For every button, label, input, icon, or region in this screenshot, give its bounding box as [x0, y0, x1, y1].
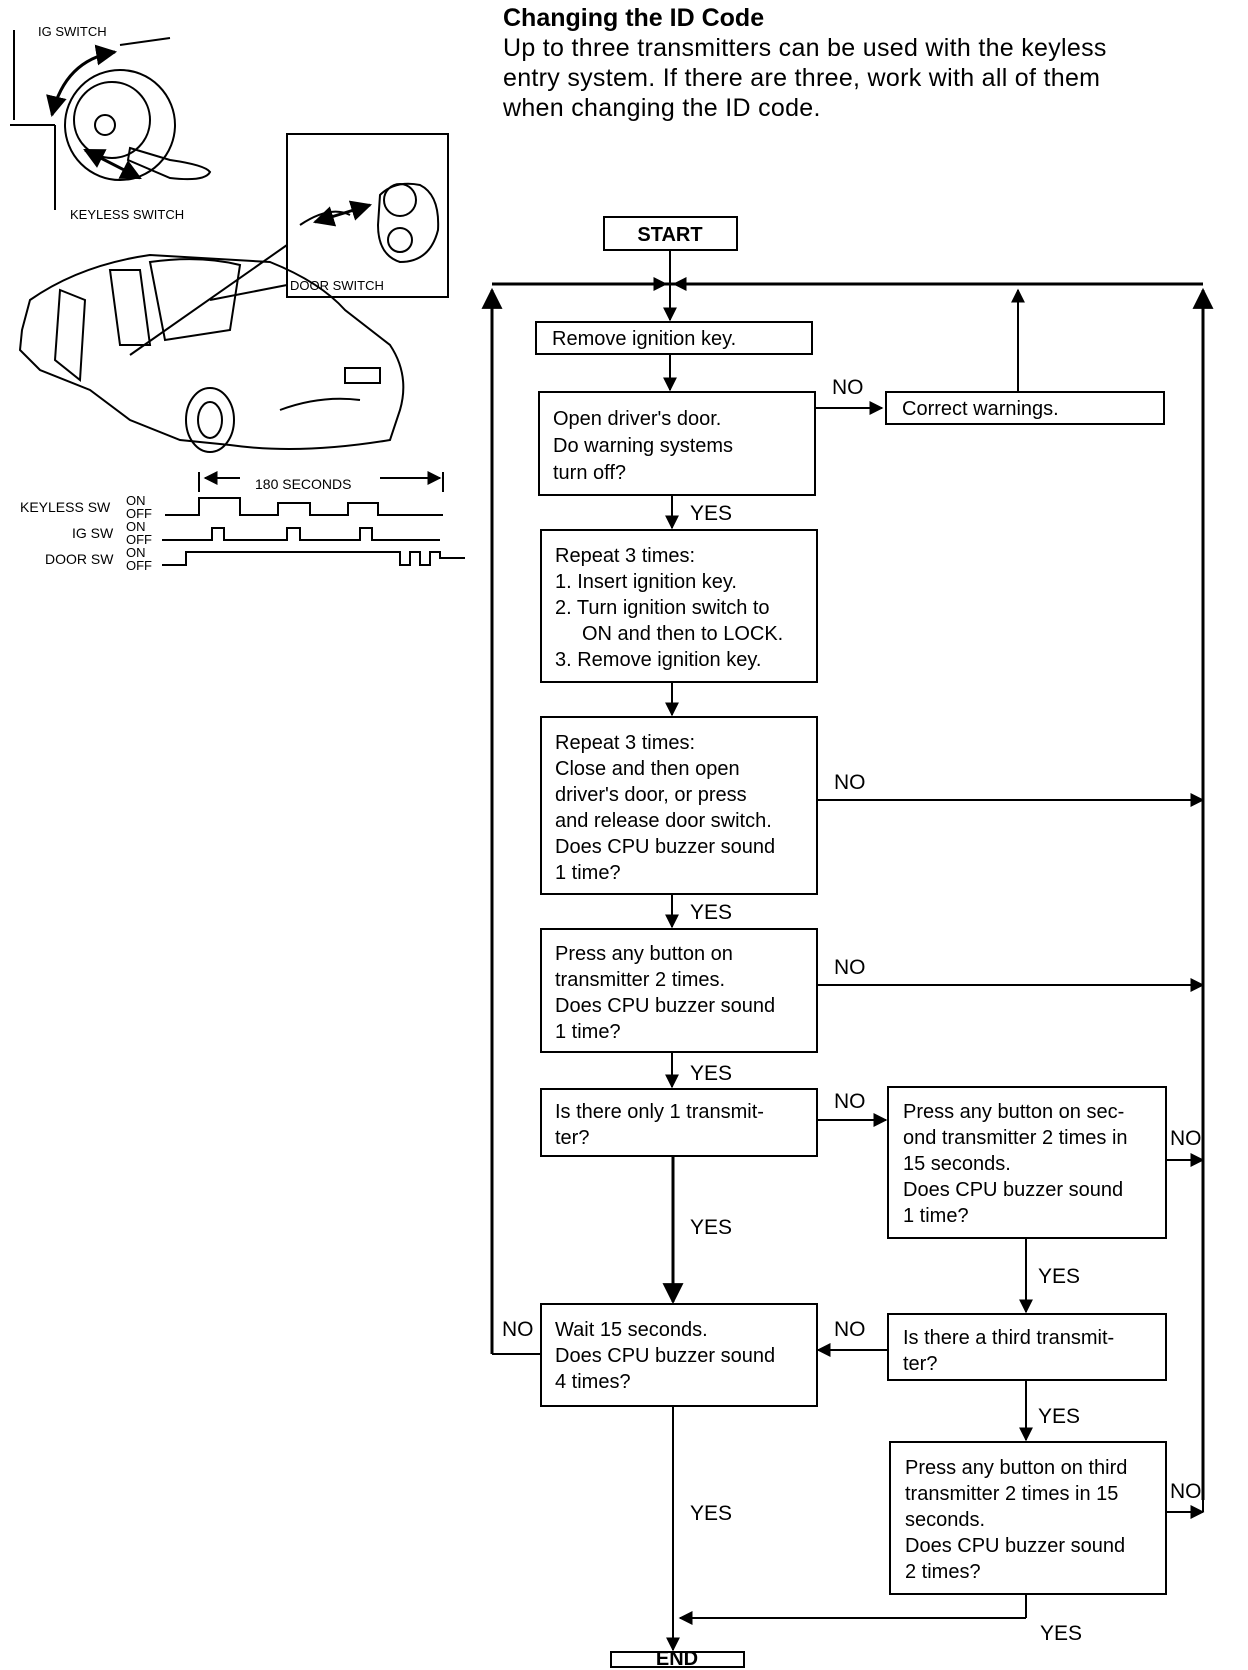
- no-label: NO: [834, 771, 866, 794]
- step-text: Does CPU buzzer sound: [905, 1535, 1125, 1557]
- yes-label: YES: [1040, 1622, 1082, 1645]
- door-switch-inset: [286, 133, 449, 298]
- off-label: OFF: [126, 506, 152, 521]
- section-title: Changing the ID Code: [503, 4, 765, 32]
- yes-label: YES: [690, 1062, 732, 1085]
- step-text: Repeat 3 times:: [555, 545, 695, 567]
- on-label: ON: [126, 493, 146, 508]
- step-text: Open driver's door.: [553, 408, 721, 430]
- step-text: 2 times?: [905, 1561, 981, 1583]
- step-text: driver's door, or press: [555, 784, 747, 806]
- yes-label: YES: [690, 1502, 732, 1525]
- step-text: Press any button on third: [905, 1457, 1127, 1479]
- intro-line: Up to three transmitters can be used wit…: [503, 34, 1107, 62]
- step-text: Does CPU buzzer sound: [903, 1179, 1123, 1201]
- step-text: Repeat 3 times:: [555, 732, 695, 754]
- step-text: 15 seconds.: [903, 1153, 1011, 1175]
- step-text: 1. Insert ignition key.: [555, 571, 737, 593]
- timing-row-name: IG SW: [72, 525, 114, 541]
- step-text: 1 time?: [555, 862, 621, 884]
- step-text: 3. Remove ignition key.: [555, 649, 761, 671]
- step-text: 4 times?: [555, 1371, 631, 1393]
- step-text: transmitter 2 times.: [555, 969, 725, 991]
- step-text: Press any button on: [555, 943, 733, 965]
- yes-label: YES: [690, 901, 732, 924]
- timing-row-name: DOOR SW: [45, 551, 114, 567]
- flow-connectors: [481, 250, 1214, 1652]
- door-switch-label: DOOR SWITCH: [290, 278, 384, 293]
- off-label: OFF: [126, 558, 152, 573]
- keyless-switch-label: KEYLESS SWITCH: [70, 207, 184, 222]
- no-label: NO: [832, 376, 864, 399]
- step-text: ond transmitter 2 times in: [903, 1127, 1128, 1149]
- car-illustration: [18, 244, 405, 453]
- on-label: ON: [126, 519, 146, 534]
- remove-key-step: [535, 321, 813, 355]
- third-transmitter-decision: [887, 1313, 1167, 1381]
- intro-paragraph: Up to three transmitters can be used wit…: [503, 33, 1203, 123]
- period-label: 180 SECONDS: [255, 476, 351, 492]
- step-text: Press any button on sec-: [903, 1101, 1124, 1123]
- step-text: transmitter 2 times in 15: [905, 1483, 1118, 1505]
- ig-switch-label: IG SWITCH: [38, 24, 107, 39]
- step-text: turn off?: [553, 462, 626, 484]
- step-text: Remove ignition key.: [552, 328, 736, 350]
- step-text: Wait 15 seconds.: [555, 1319, 708, 1341]
- open-door-decision: [538, 391, 816, 496]
- yes-label: YES: [690, 1216, 732, 1239]
- step-text: ter?: [903, 1353, 937, 1375]
- no-label: NO: [502, 1318, 534, 1341]
- press-third-decision: [889, 1441, 1167, 1595]
- no-label: NO: [834, 1318, 866, 1341]
- timing-chart: [162, 471, 465, 566]
- repeat-door-decision: [540, 716, 818, 895]
- step-text: Correct warnings.: [902, 398, 1059, 420]
- on-label: ON: [126, 545, 146, 560]
- step-text: Close and then open: [555, 758, 740, 780]
- off-label: OFF: [126, 532, 152, 547]
- timing-row-name: KEYLESS SW: [20, 499, 111, 515]
- step-text: 1 time?: [555, 1021, 621, 1043]
- no-label: NO: [1170, 1127, 1202, 1150]
- end-label: END: [656, 1648, 698, 1670]
- step-text: and release door switch.: [555, 810, 772, 832]
- press-first-decision: [540, 928, 818, 1053]
- yes-label: YES: [690, 502, 732, 525]
- wait-decision: [540, 1303, 818, 1407]
- step-text: 2. Turn ignition switch to: [555, 597, 770, 619]
- ignition-switch-illustration: [10, 30, 212, 210]
- no-label: NO: [834, 956, 866, 979]
- yes-label: YES: [1038, 1265, 1080, 1288]
- repeat-ignition-step: [540, 529, 818, 683]
- yes-label: YES: [1038, 1405, 1080, 1428]
- step-text: 1 time?: [903, 1205, 969, 1227]
- press-second-decision: [887, 1086, 1167, 1239]
- no-label: NO: [1170, 1480, 1202, 1503]
- step-text: seconds.: [905, 1509, 985, 1531]
- end-terminal: [610, 1651, 745, 1668]
- step-text: Is there a third transmit-: [903, 1327, 1114, 1349]
- start-label: START: [637, 224, 702, 246]
- start-terminal: [603, 216, 738, 251]
- intro-line: when changing the ID code.: [503, 94, 821, 122]
- step-text: Do warning systems: [553, 435, 733, 457]
- step-text: ON and then to LOCK.: [582, 623, 783, 645]
- only-one-transmitter-decision: [540, 1088, 818, 1157]
- step-text: Is there only 1 transmit-: [555, 1101, 764, 1123]
- intro-line: entry system. If there are three, work w…: [503, 64, 1101, 92]
- step-text: ter?: [555, 1127, 589, 1149]
- no-label: NO: [834, 1090, 866, 1113]
- step-text: Does CPU buzzer sound: [555, 1345, 775, 1367]
- step-text: Does CPU buzzer sound: [555, 995, 775, 1017]
- correct-warnings-step: [885, 391, 1165, 425]
- step-text: Does CPU buzzer sound: [555, 836, 775, 858]
